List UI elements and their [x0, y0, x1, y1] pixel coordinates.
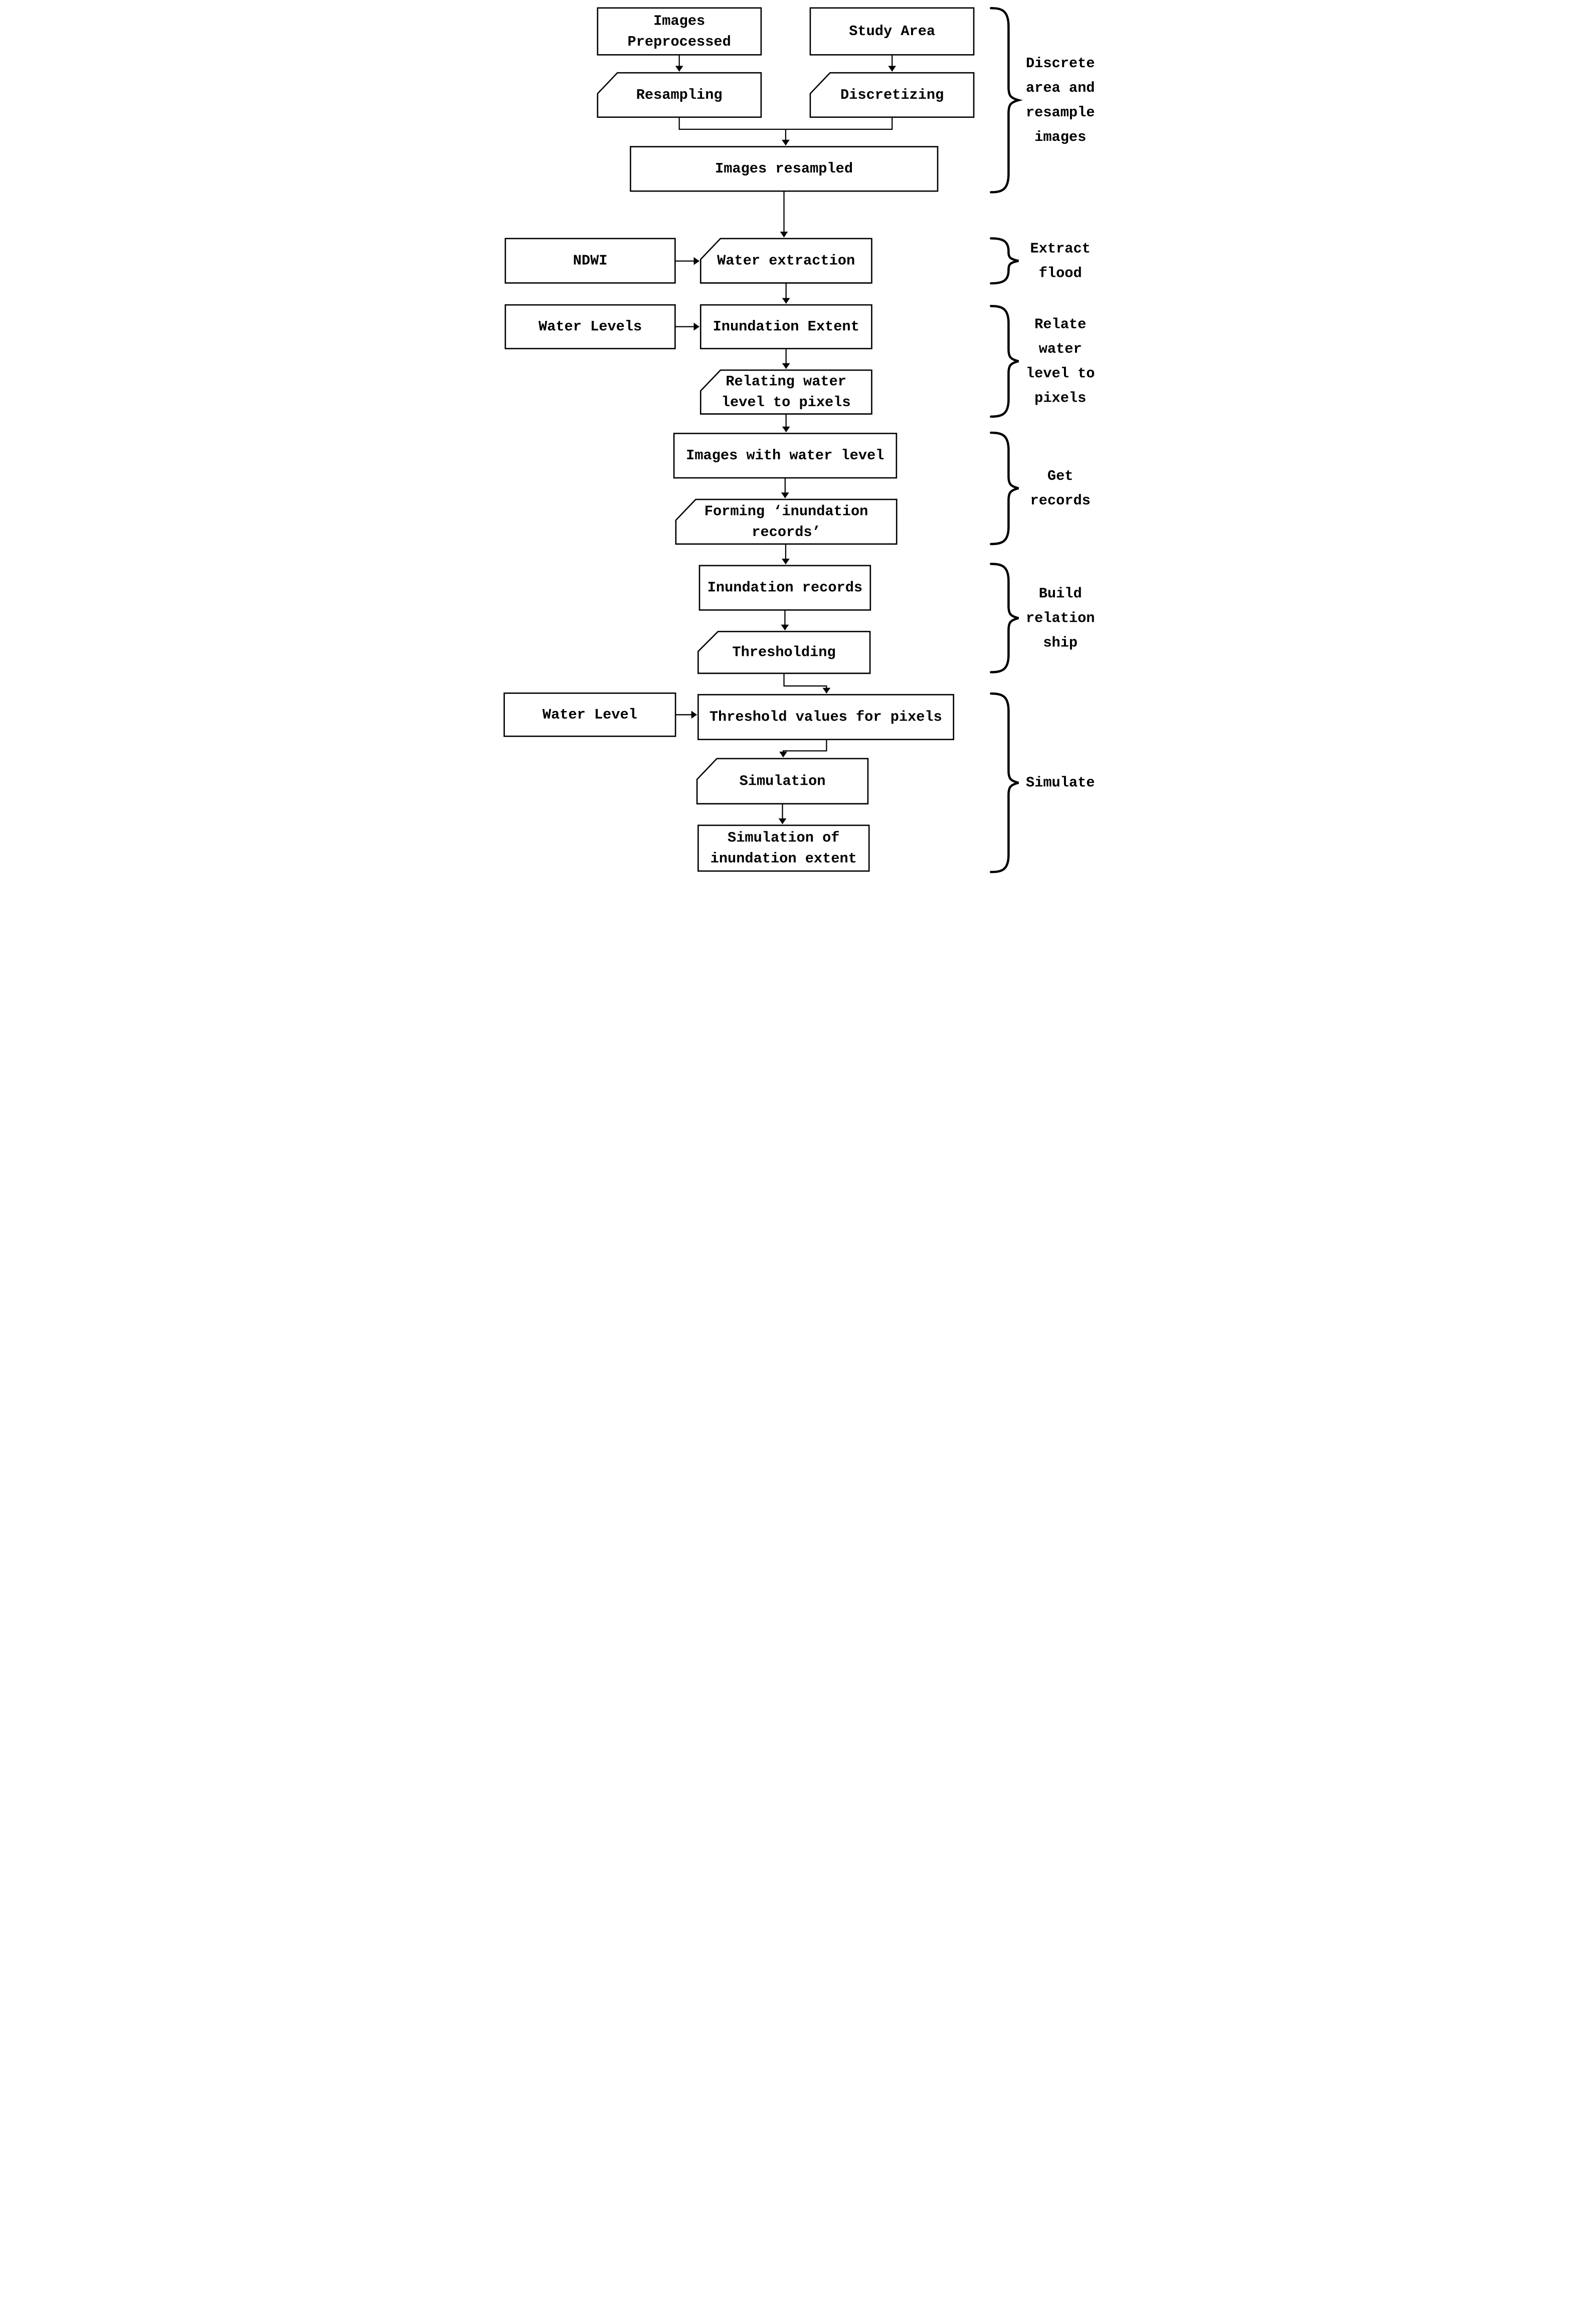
node-study-area-shape: [809, 7, 974, 56]
elbow-arrow-threshold-values-to-simulation: [779, 739, 827, 758]
node-images-preprocessed: Images Preprocessed: [596, 7, 762, 56]
node-simulation-of-inundation-extent-label: inundation extent: [710, 850, 856, 867]
brace-get-records-label: Get: [1047, 468, 1073, 484]
flowchart-svg: Images Preprocessed Study Area Resamplin…: [503, 7, 1095, 873]
node-simulation-label: Simulation: [739, 773, 825, 789]
brace-relate-water-level: [989, 305, 1019, 418]
node-discretizing-label: Discretizing: [840, 87, 944, 103]
node-simulation-of-inundation-extent-shape: [697, 824, 870, 872]
node-thresholding: Thresholding: [697, 631, 870, 674]
brace-simulate: [989, 692, 1019, 873]
brace-build-relationship: [989, 563, 1019, 673]
node-ndwi: NDWI: [504, 238, 676, 284]
brace-discrete-area-label: area and: [1025, 80, 1094, 96]
node-images-with-water-level-label: Images with water level: [686, 447, 884, 464]
node-forming-inundation-records-label: records’: [752, 524, 821, 541]
node-images-resampled: Images resampled: [629, 146, 938, 192]
node-discretizing: Discretizing: [809, 72, 974, 118]
flowchart-canvas: Images Preprocessed Study Area Resamplin…: [497, 0, 1099, 874]
node-ndwi-label: NDWI: [573, 252, 607, 269]
node-resampling: Resampling: [596, 72, 762, 118]
node-inundation-records-label: Inundation records: [707, 580, 862, 596]
node-study-area: Study Area: [809, 7, 974, 56]
merge-connector-resampling-discretizing: [678, 117, 893, 130]
brace-simulate-label: Simulate: [1025, 775, 1094, 791]
node-forming-inundation-records-shape: [675, 498, 898, 545]
brace-build-relationship-label: Build: [1038, 585, 1082, 602]
node-inundation-extent-label: Inundation Extent: [713, 318, 859, 335]
elbow-arrow-thresholding-to-threshold-values: [783, 673, 830, 694]
node-water-level: Water Level: [503, 692, 676, 737]
node-threshold-values: Threshold values for pixels: [697, 694, 954, 741]
node-images-preprocessed-label: Images: [653, 13, 705, 29]
node-simulation-of-inundation-extent: Simulation of inundation extent: [697, 824, 870, 872]
node-forming-inundation-records-label: Forming ‘inundation: [704, 503, 868, 519]
node-study-area-label: Study Area: [849, 23, 935, 40]
node-images-with-water-level: Images with water level: [673, 433, 897, 479]
brace-relate-water-level-label: pixels: [1034, 390, 1086, 406]
brace-get-records-label: records: [1030, 492, 1090, 509]
node-simulation: Simulation: [696, 758, 868, 805]
brace-get-records: [989, 431, 1019, 546]
brace-discrete-area-label: Discrete: [1025, 55, 1094, 72]
node-water-level-label: Water Level: [542, 706, 637, 723]
brace-discrete-area-label: resample: [1025, 104, 1094, 121]
brace-relate-water-level-label: water: [1038, 340, 1082, 357]
brace-relate-water-level-label: level to: [1025, 365, 1094, 382]
node-inundation-extent: Inundation Extent: [699, 304, 872, 349]
brace-extract-flood: [989, 237, 1019, 285]
node-resampling-label: Resampling: [636, 87, 722, 103]
node-images-resampled-shape: [629, 146, 938, 192]
node-relating-water-level: Relating water level to pixels: [699, 369, 872, 415]
node-images-resampled-label: Images resampled: [715, 160, 853, 177]
node-water-levels: Water Levels: [504, 304, 676, 349]
brace-discrete-area: [989, 7, 1023, 194]
node-forming-inundation-records: Forming ‘inundation records’: [675, 498, 898, 545]
node-water-level-shape: [503, 692, 676, 737]
node-relating-water-level-label: level to pixels: [721, 394, 850, 411]
node-images-preprocessed-label: Preprocessed: [627, 34, 731, 50]
brace-build-relationship-label: relation: [1025, 610, 1094, 626]
node-inundation-records-shape: [698, 565, 871, 611]
node-threshold-values-shape: [697, 694, 954, 741]
brace-relate-water-level-label: Relate: [1034, 316, 1086, 332]
node-images-preprocessed-shape: [596, 7, 762, 56]
brace-extract-flood-label: flood: [1038, 265, 1082, 281]
brace-extract-flood-label: Extract: [1030, 240, 1090, 257]
node-water-extraction-label: Water extraction: [717, 252, 855, 269]
node-inundation-extent-shape: [699, 304, 872, 349]
brace-discrete-area-label: images: [1034, 129, 1086, 145]
node-thresholding-label: Thresholding: [732, 644, 835, 661]
node-water-extraction: Water extraction: [699, 238, 872, 284]
node-relating-water-level-label: Relating water: [726, 374, 846, 390]
node-threshold-values-label: Threshold values for pixels: [709, 708, 942, 725]
node-water-levels-label: Water Levels: [538, 318, 641, 335]
node-simulation-of-inundation-extent-label: Simulation of: [728, 829, 839, 846]
node-inundation-records: Inundation records: [698, 565, 871, 611]
brace-build-relationship-label: ship: [1043, 634, 1078, 651]
